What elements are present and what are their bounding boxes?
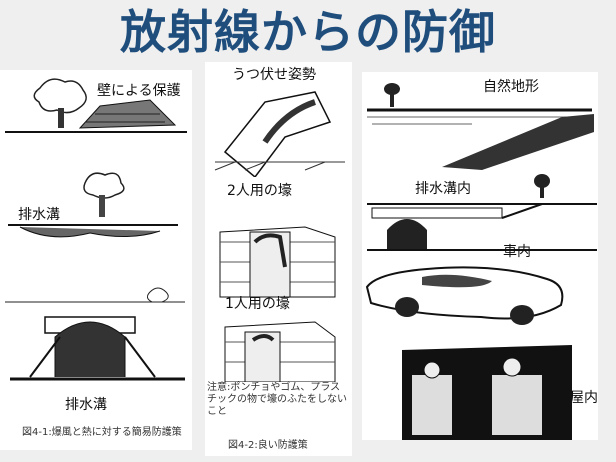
note-line: チックの物で壕のふたをしない: [207, 394, 347, 405]
wall-protection-illustration: [5, 78, 187, 133]
note-line: 注意:ポンチョやゴム、プラス: [207, 382, 341, 393]
label-natural-terrain: 自然地形: [483, 79, 539, 95]
label-in-drainage-culvert: 排水溝内: [415, 181, 471, 197]
note-line: こと: [207, 406, 227, 417]
label-in-car: 車内: [503, 244, 531, 260]
label-one-person-foxhole: 1人用の壕: [225, 296, 290, 312]
drainage-culvert-illustration: [367, 174, 597, 251]
slide-title: 放射線からの防御: [120, 5, 496, 59]
figure-4-1-caption: 図4-1:爆風と熱に対する簡易防護策: [22, 427, 182, 438]
ditch-illustration: [8, 172, 178, 238]
label-two-person-foxhole: 2人用の壕: [227, 183, 292, 199]
label-prone-position: うつ伏せ姿勢: [232, 67, 316, 83]
label-indoors: 屋内: [570, 390, 598, 406]
label-ditch-2: 排水溝: [65, 397, 107, 413]
one-person-foxhole-illustration: [224, 321, 336, 382]
prone-position-illustration: [214, 91, 345, 177]
label-wall-protection: 壁による保護: [97, 83, 181, 99]
indoor-illustration: [402, 345, 572, 440]
label-ditch-1: 排水溝: [18, 207, 60, 223]
car-illustration: [365, 266, 564, 325]
culvert-illustration: [5, 287, 185, 381]
figure-4-1-panel: 壁による保護 排水溝 排水溝 図4-1:爆風と熱に対する簡易防護策: [0, 70, 192, 450]
foxhole-warning-note: 注意:ポンチョやゴム、プラス チックの物で壕のふたをしない こと: [207, 382, 347, 418]
figure-4-2-panel: うつ伏せ姿勢 2人用の壕 1人用の壕 注意:ポンチョやゴム、プラス チックの物で…: [205, 62, 352, 456]
two-person-foxhole-illustration: [219, 226, 336, 298]
protection-examples-panel: 自然地形 排水溝内 車内 屋内: [362, 72, 598, 440]
figure-4-2-caption: 図4-2:良い防護策: [228, 440, 308, 451]
natural-terrain-illustration: [367, 83, 594, 170]
